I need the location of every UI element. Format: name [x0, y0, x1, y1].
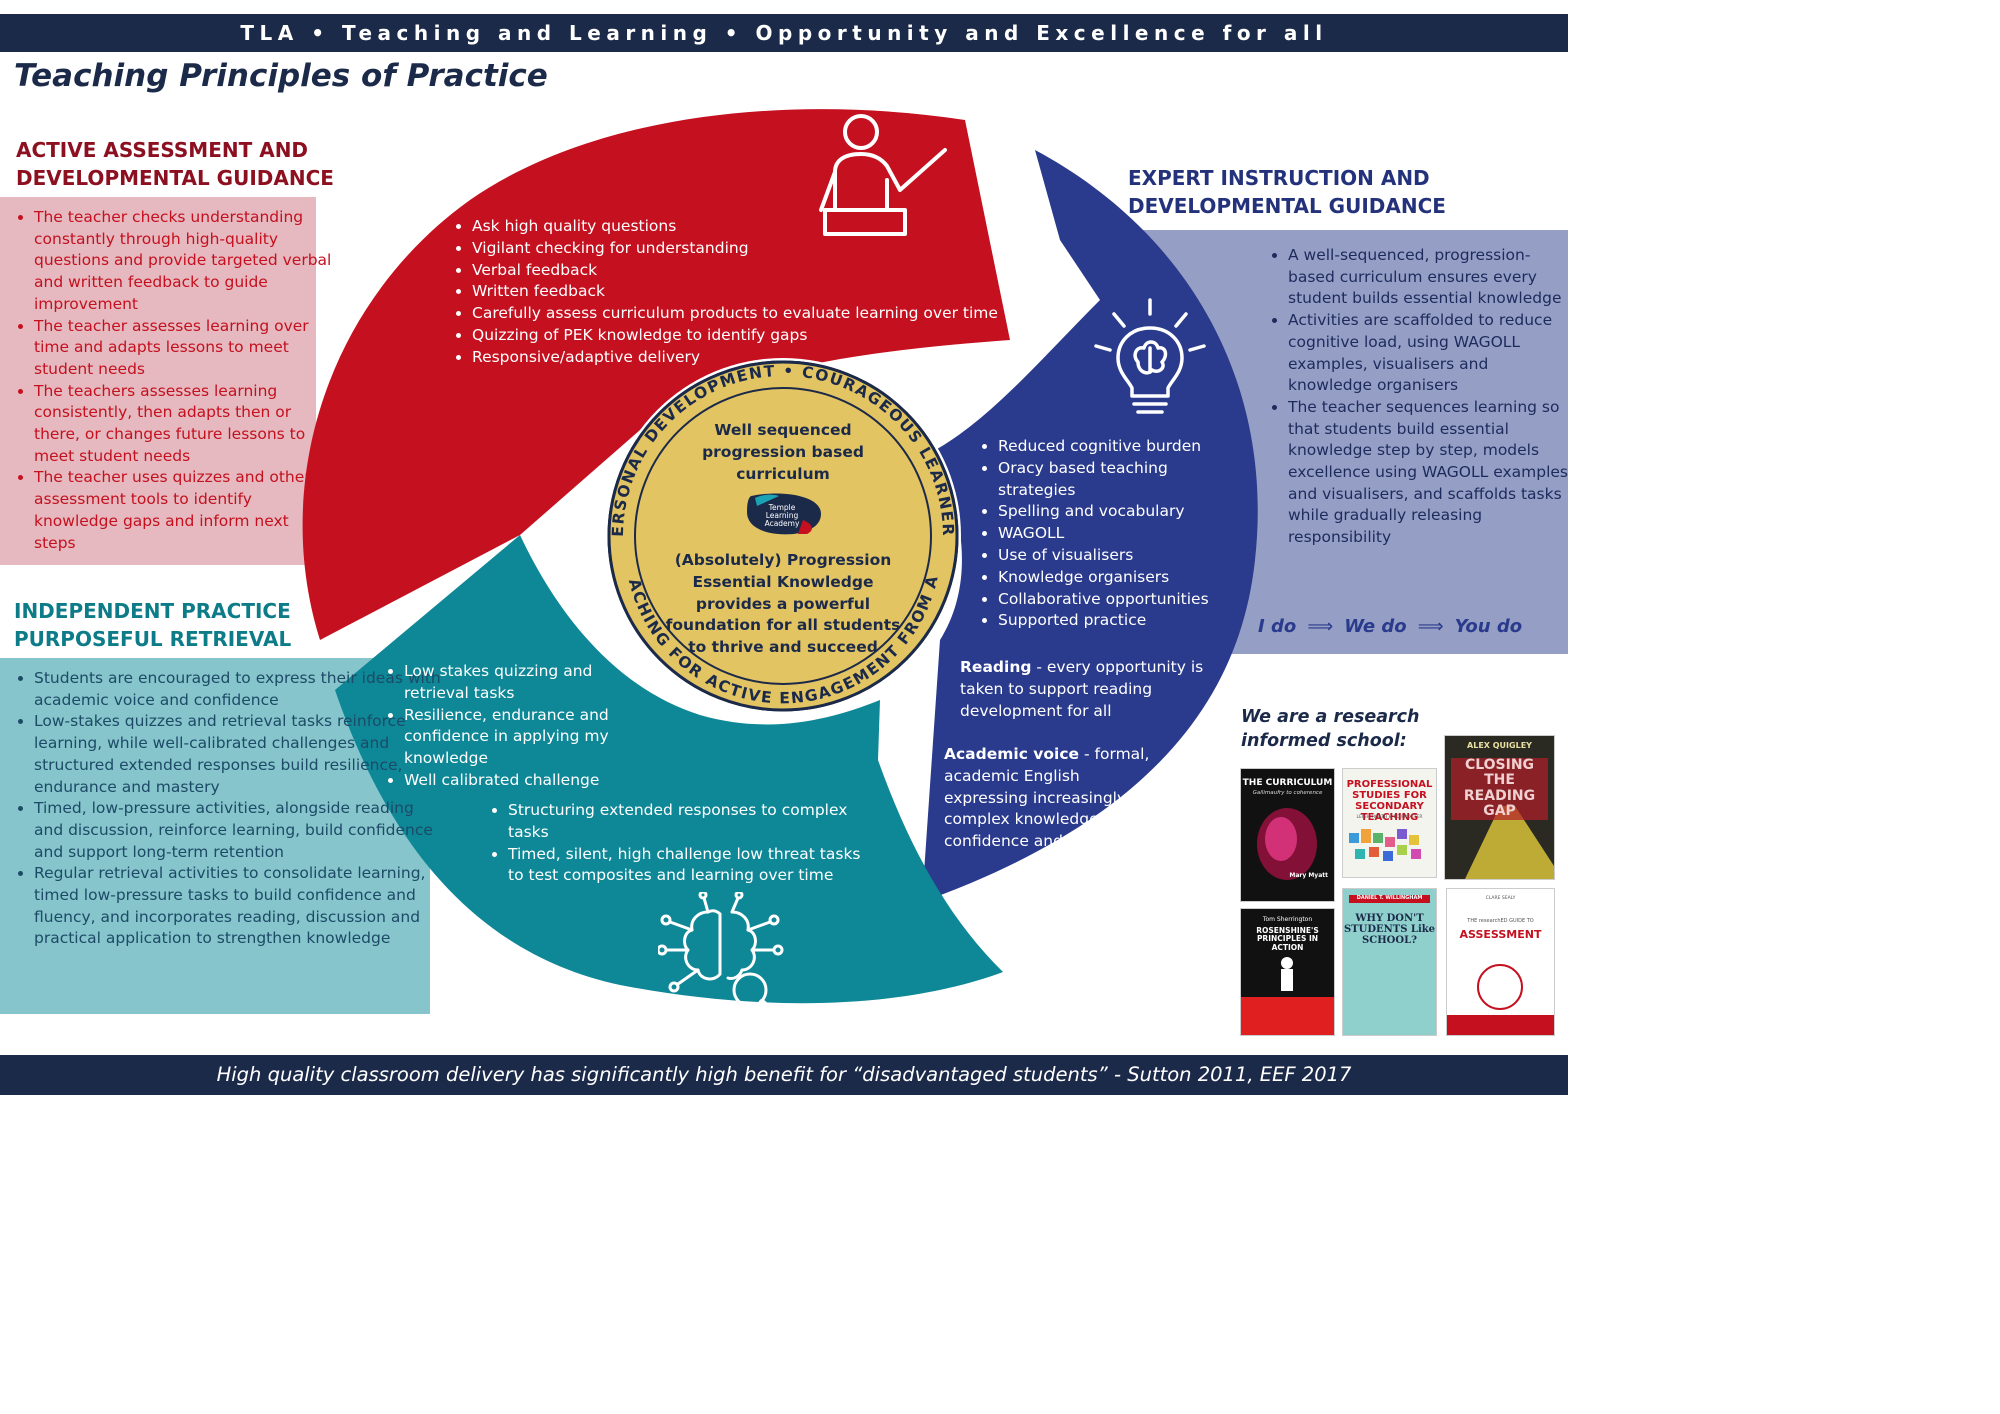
center-body: (Absolutely) Progression Essential Knowl…	[665, 551, 901, 657]
lightbulb-brain-icon	[1094, 298, 1206, 414]
assessment-panel-list: The teacher checks understanding constan…	[14, 207, 334, 554]
book-professional-studies: PROFESSIONAL STUDIES FOR SECONDARY TEACH…	[1342, 768, 1437, 878]
list-item: Timed, low-pressure activities, alongsid…	[34, 798, 444, 863]
list-item: Low stakes quizzing and retrieval tasks	[404, 661, 654, 705]
list-item: Oracy based teaching strategies	[998, 458, 1243, 502]
list-item: Supported practice	[998, 610, 1243, 632]
page-title: Teaching Principles of Practice	[14, 58, 548, 94]
list-item: The teacher assesses learning over time …	[34, 316, 334, 381]
list-item: Verbal feedback	[472, 260, 1052, 282]
top-banner: TLA • Teaching and Learning • Opportunit…	[0, 14, 1568, 52]
reading-note: Reading - every opportunity is taken to …	[960, 658, 1204, 720]
book-closing-the-reading-gap: ALEX QUIGLEY CLOSING THE READING GAP	[1444, 735, 1555, 880]
list-item: Ask high quality questions	[472, 216, 1052, 238]
book-researched-assessment: CLARE SEALY THE researchED GUIDE TO ASSE…	[1446, 888, 1555, 1036]
list-item: The teacher sequences learning so that s…	[1288, 397, 1573, 549]
instruction-panel-list: A well-sequenced, progression-based curr…	[1268, 245, 1573, 549]
assessment-arc	[302, 109, 1010, 640]
list-item: Spelling and vocabulary	[998, 501, 1243, 523]
list-item: The teacher checks understanding constan…	[34, 207, 334, 316]
footer-quote: High quality classroom delivery has sign…	[0, 1055, 1568, 1095]
we-do-label: We do	[1344, 616, 1407, 637]
teacher-pointing-icon	[819, 114, 947, 236]
assessment-panel-bg	[0, 197, 316, 565]
practice-arc	[335, 535, 1003, 1004]
list-item: Use of visualisers	[998, 545, 1243, 567]
list-item: Low-stakes quizzes and retrieval tasks r…	[34, 711, 444, 798]
list-item: Responsive/adaptive delivery	[472, 347, 1052, 369]
list-item: Knowledge organisers	[998, 567, 1243, 589]
list-item: Carefully assess curriculum products to …	[472, 303, 1052, 325]
academy-logo: Temple Learning Academy	[743, 490, 825, 538]
list-item: Well calibrated challenge	[404, 770, 654, 792]
arrow-right-icon: ⟹	[1417, 616, 1444, 637]
practice-arc-list-b: Structuring extended responses to comple…	[488, 800, 878, 887]
list-item: Collaborative opportunities	[998, 589, 1243, 611]
logo-text: Temple Learning Academy	[764, 503, 800, 528]
list-item: Vigilant checking for understanding	[472, 238, 1052, 260]
practice-panel-list: Students are encouraged to express their…	[14, 668, 444, 950]
instruction-heading: EXPERT INSTRUCTION AND DEVELOPMENTAL GUI…	[1128, 166, 1446, 218]
list-item: The teacher uses quizzes and other asses…	[34, 467, 334, 554]
list-item: Timed, silent, high challenge low threat…	[508, 844, 878, 888]
infographic: TLA • Teaching and Learning • Opportunit…	[0, 0, 1568, 1109]
list-item: The teachers assesses learning consisten…	[34, 381, 334, 468]
list-item: Regular retrieval activities to consolid…	[34, 863, 444, 950]
instruction-arc-list: Reduced cognitive burden Oracy based tea…	[978, 436, 1243, 632]
list-item: Reduced cognitive burden	[998, 436, 1243, 458]
book-why-dont-students-like-school: DANIEL T. WILLINGHAM WHY DON'T STUDENTS …	[1342, 888, 1437, 1036]
list-item: WAGOLL	[998, 523, 1243, 545]
list-item: Activities are scaffolded to reduce cogn…	[1288, 310, 1573, 397]
center-inner-circle	[634, 387, 932, 685]
book-rosenshines-principles: Tom Sherrington ROSENSHINE'S PRINCIPLES …	[1240, 908, 1335, 1036]
arrow-right-icon: ⟹	[1307, 616, 1334, 637]
gradual-release: I do ⟹ We do ⟹ You do	[1258, 616, 1522, 637]
i-do-label: I do	[1258, 616, 1297, 637]
list-item: A well-sequenced, progression-based curr…	[1288, 245, 1573, 310]
you-do-label: You do	[1454, 616, 1523, 637]
practice-heading: INDEPENDENT PRACTICE PURPOSEFUL RETRIEVA…	[14, 599, 292, 651]
research-heading: We are a research informed school:	[1241, 707, 1420, 751]
academic-voice-note: Academic voice - formal, academic Englis…	[944, 745, 1150, 851]
list-item: Structuring extended responses to comple…	[508, 800, 878, 844]
assessment-arc-list: Ask high quality questions Vigilant chec…	[452, 216, 1052, 369]
list-item: Written feedback	[472, 281, 1052, 303]
list-item: Students are encouraged to express their…	[34, 668, 444, 711]
center-heading: Well sequenced progression based curricu…	[702, 421, 864, 483]
list-item: Quizzing of PEK knowledge to identify ga…	[472, 325, 1052, 347]
practice-arc-list-a: Low stakes quizzing and retrieval tasks …	[384, 661, 654, 792]
center-text-ring: • PERSONAL DEVELOPMENT • COURAGEOUS LEAR…	[0, 0, 956, 707]
assessment-heading: ACTIVE ASSESSMENT AND DEVELOPMENTAL GUID…	[16, 138, 334, 190]
brain-magnifier-icon	[658, 892, 784, 1019]
list-item: Resilience, endurance and confidence in …	[404, 705, 654, 770]
book-the-curriculum: THE CURRICULUM Gallimaufry to coherence …	[1240, 768, 1335, 902]
